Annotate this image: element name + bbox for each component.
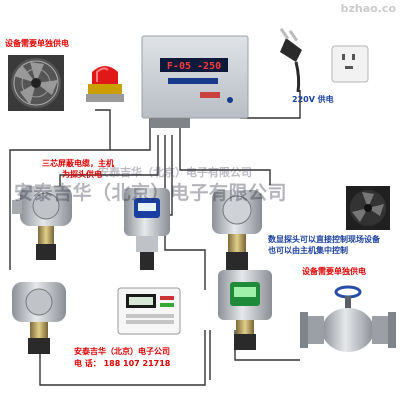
wall-socket-icon: [331, 45, 369, 83]
plug-power-label: 220V 供电: [292, 95, 334, 104]
alarm-controller: [141, 35, 249, 128]
power-plug-icon: [279, 27, 302, 93]
fan-power-label: 设备需要单独供电: [5, 39, 69, 48]
watermark-corner: bzhao.co: [340, 2, 396, 15]
phone-number: 电 话： 188 107 21718: [74, 359, 171, 368]
exhaust-fan-icon: [8, 55, 64, 111]
gas-detector-left-bottom: [12, 282, 66, 354]
watermark-top: 安泰吉华（北京）电子有限公司: [98, 166, 252, 179]
probe-desc-line1: 数显探头可以直接控制现场设备: [268, 235, 380, 244]
gas-detector-right-top: [212, 190, 262, 270]
gas-detector-digital-green: [218, 270, 272, 350]
cooling-fan-icon: [346, 186, 390, 230]
wall-controller-unit: [117, 287, 181, 335]
cable-label-line1: 三芯屏蔽电缆，主机: [42, 159, 114, 168]
valve-power-label: 设备需要单独供电: [302, 267, 366, 276]
company-name: 安泰吉华（北京）电子公司: [74, 347, 170, 356]
alarm-beacon-icon: [86, 66, 124, 102]
ball-valve-icon: [300, 285, 396, 352]
watermark-main: 安泰吉华（北京）电子有限公司: [14, 182, 288, 204]
gas-detector-digital-blue: [124, 188, 170, 270]
cable-label-line2: 为探头供电: [62, 170, 102, 179]
gas-detector-left-top: [12, 186, 72, 260]
probe-desc-line2: 也可以由主机集中控制: [268, 246, 348, 255]
controller-display: F-05 -250: [167, 61, 221, 72]
